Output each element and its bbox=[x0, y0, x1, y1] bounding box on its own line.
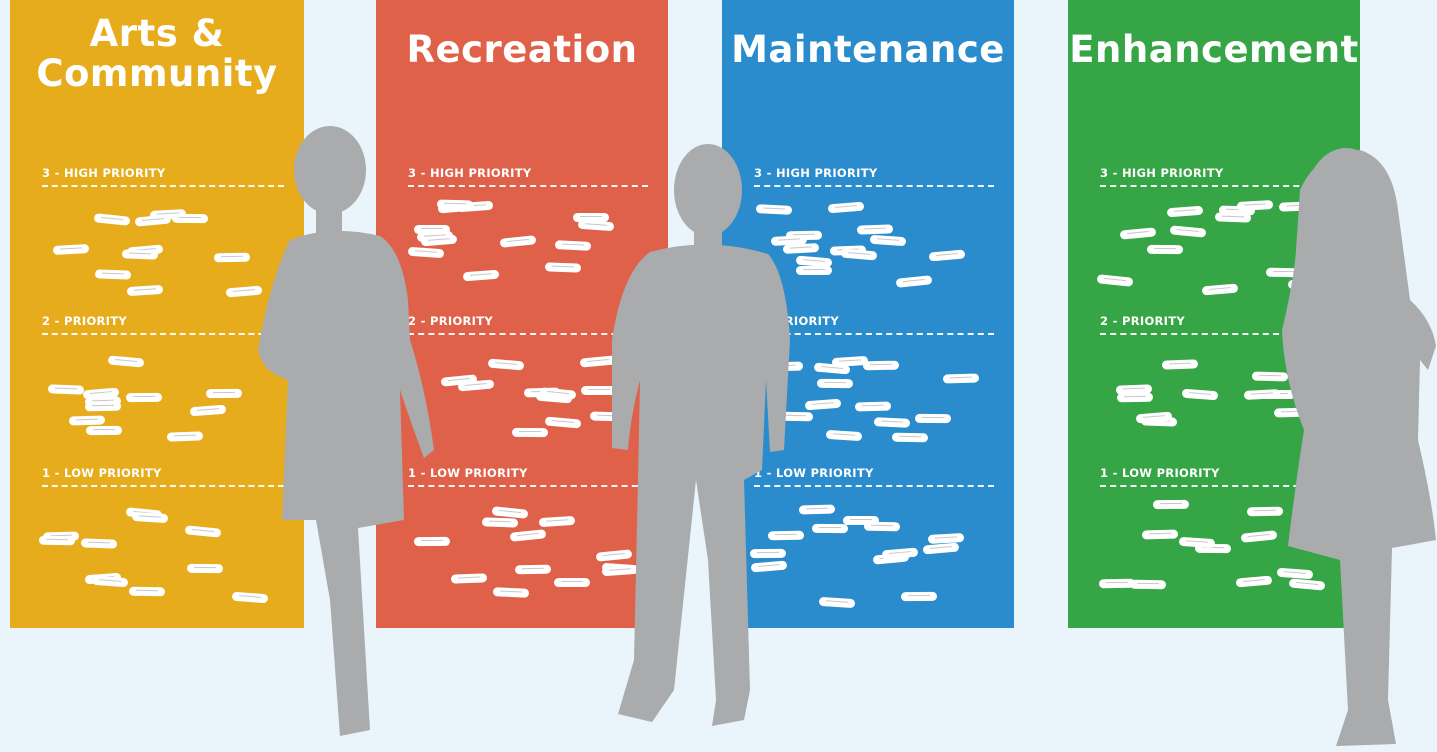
person-silhouette-left bbox=[258, 126, 434, 736]
board-maintenance: Maintenance 3 - HIGH PRIORITY 2 - PRIORI… bbox=[722, 0, 1014, 628]
tier-priority: 2 - PRIORITY bbox=[42, 314, 284, 335]
sticky-note bbox=[581, 385, 618, 395]
tier-label: 1 - LOW PRIORITY bbox=[42, 466, 284, 487]
tier-high-priority: 3 - HIGH PRIORITY bbox=[408, 166, 648, 187]
tier-low-priority: 1 - LOW PRIORITY bbox=[754, 466, 994, 487]
tier-label: 3 - HIGH PRIORITY bbox=[754, 166, 994, 187]
tier-label: 1 - LOW PRIORITY bbox=[754, 466, 994, 487]
tier-low-priority: 1 - LOW PRIORITY bbox=[408, 466, 648, 487]
tier-priority: 2 - PRIORITY bbox=[1100, 314, 1340, 335]
tier-label: 1 - LOW PRIORITY bbox=[408, 466, 648, 487]
tier-low-priority: 1 - LOW PRIORITY bbox=[42, 466, 284, 487]
tier-priority: 2 - PRIORITY bbox=[408, 314, 648, 335]
board-arts-community: Arts & Community 3 - HIGH PRIORITY 2 - P… bbox=[10, 0, 304, 628]
board-title: Enhancement bbox=[1069, 28, 1359, 71]
tier-low-priority: 1 - LOW PRIORITY bbox=[1100, 466, 1340, 487]
board-title: Maintenance bbox=[731, 28, 1005, 71]
tier-label: 3 - HIGH PRIORITY bbox=[408, 166, 648, 187]
tier-label: 2 - PRIORITY bbox=[42, 314, 284, 335]
tier-high-priority: 3 - HIGH PRIORITY bbox=[754, 166, 994, 187]
tier-label: 3 - HIGH PRIORITY bbox=[42, 166, 284, 187]
tier-high-priority: 3 - HIGH PRIORITY bbox=[1100, 166, 1340, 187]
tier-label: 1 - LOW PRIORITY bbox=[1100, 466, 1340, 487]
tier-label: 2 - PRIORITY bbox=[1100, 314, 1340, 335]
person-silhouette-right bbox=[1282, 148, 1436, 746]
tier-high-priority: 3 - HIGH PRIORITY bbox=[42, 166, 284, 187]
person-silhouette-center bbox=[612, 144, 790, 726]
board-title: Recreation bbox=[406, 28, 638, 71]
tier-label: 2 - PRIORITY bbox=[408, 314, 648, 335]
tier-label: 3 - HIGH PRIORITY bbox=[1100, 166, 1340, 187]
board-title: Arts & Community bbox=[36, 12, 278, 95]
sticky-note bbox=[554, 578, 591, 588]
